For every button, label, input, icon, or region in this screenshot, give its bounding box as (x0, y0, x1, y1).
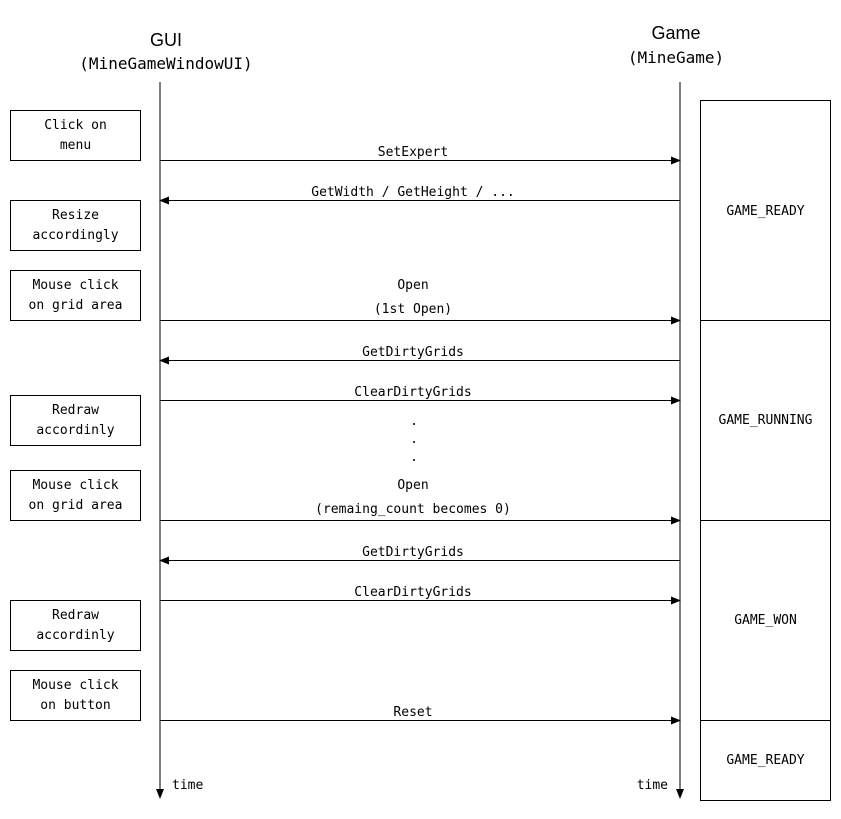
action-box: Mouse click on grid area (10, 270, 141, 321)
message-label: ClearDirtyGrids (354, 385, 471, 400)
gui-time-label: time (172, 778, 203, 793)
message-getdirtygrids: GetDirtyGrids (159, 545, 680, 565)
message-open-first: Open (1st Open) (160, 278, 681, 325)
action-label-line1: Mouse click (32, 278, 118, 293)
message-getdirtygrids: GetDirtyGrids (159, 345, 680, 365)
message-sublabel: (1st Open) (374, 302, 452, 317)
state-label: GAME_READY (726, 753, 804, 768)
game-time-label: time (637, 778, 668, 793)
action-label-line1: Redraw (52, 403, 99, 418)
action-label-line2: on button (40, 698, 110, 713)
action-label-line1: Resize (52, 208, 99, 223)
state-box: GAME_RUNNING (700, 320, 831, 521)
action-label-line2: on grid area (29, 298, 123, 313)
continuation-dots: . . . (410, 414, 418, 465)
message-label: GetDirtyGrids (362, 545, 464, 560)
action-box: Redraw accordinly (10, 395, 141, 446)
message-label: GetDirtyGrids (362, 345, 464, 360)
action-label-line1: Mouse click (32, 678, 118, 693)
message-label: ClearDirtyGrids (354, 585, 471, 600)
state-label: GAME_RUNNING (719, 413, 813, 428)
action-label-line2: accordinly (36, 628, 114, 643)
dot: . (410, 432, 418, 447)
action-label-line2: menu (60, 138, 91, 153)
message-label: Open (397, 278, 428, 293)
message-label: GetWidth / GetHeight / ... (311, 185, 515, 200)
gui-title: GUI (150, 30, 182, 50)
action-label-line2: on grid area (29, 498, 123, 513)
action-box: Resize accordingly (10, 200, 141, 251)
action-label-line1: Mouse click (32, 478, 118, 493)
action-label-line2: accordinly (36, 423, 114, 438)
state-box: GAME_READY (700, 720, 831, 801)
message-label: Open (397, 478, 428, 493)
action-label-line1: Redraw (52, 608, 99, 623)
action-box: Mouse click on grid area (10, 470, 141, 521)
state-box: GAME_WON (700, 520, 831, 721)
game-title: Game (651, 23, 700, 43)
message-cleardirtygrids: ClearDirtyGrids (160, 385, 681, 405)
action-box: Redraw accordinly (10, 600, 141, 651)
dot: . (410, 414, 418, 429)
message-cleardirtygrids: ClearDirtyGrids (160, 585, 681, 605)
state-box: GAME_READY (700, 100, 831, 321)
action-box: Click on menu (10, 110, 141, 161)
gui-subtitle: (MineGameWindowUI) (79, 54, 252, 73)
action-box: Mouse click on button (10, 670, 141, 721)
message-sublabel: (remaing_count becomes 0) (315, 502, 511, 517)
message-open-final: Open (remaing_count becomes 0) (160, 478, 681, 525)
message-get-dimensions: GetWidth / GetHeight / ... (159, 185, 680, 205)
state-label: GAME_READY (726, 204, 804, 219)
message-setexpert: SetExpert (160, 145, 681, 165)
message-reset: Reset (160, 705, 681, 725)
message-label: Reset (393, 705, 432, 720)
action-label-line2: accordingly (32, 228, 118, 243)
game-subtitle: (MineGame) (628, 48, 724, 67)
message-label: SetExpert (378, 145, 448, 160)
dot: . (410, 450, 418, 465)
state-label: GAME_WON (734, 613, 797, 628)
action-label-line1: Click on (44, 118, 107, 133)
